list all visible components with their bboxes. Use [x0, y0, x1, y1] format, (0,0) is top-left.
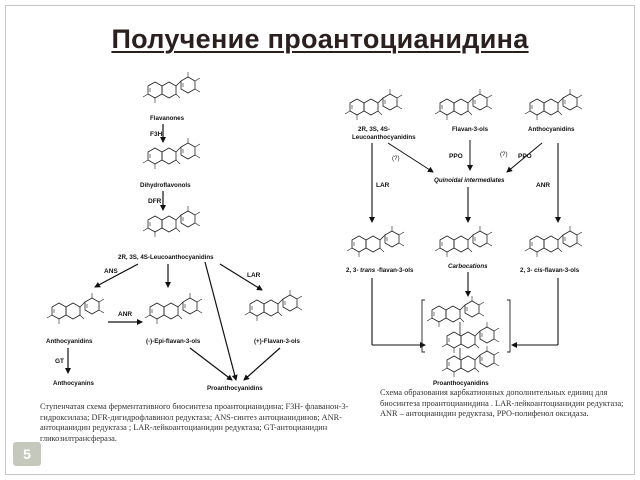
dfr-label: DFR: [148, 198, 162, 205]
flavanones-label: Flavanones: [150, 115, 185, 122]
dihydroflavonols-label: Dihydroflavonols: [140, 182, 191, 189]
cis-flavan-structure: [524, 225, 583, 258]
proanthocyanidin-polymer: [421, 295, 511, 378]
epi-flavan-structure: [144, 292, 203, 325]
r-anthocyanidin-structure: [524, 88, 583, 121]
ppo1-label: PPO: [449, 153, 463, 160]
q1-arrow: [387, 142, 434, 173]
lar-label: LAR: [247, 272, 261, 279]
r-flavan-structure: [434, 88, 493, 121]
carbocations-label: Carbocations: [448, 263, 488, 270]
right-scheme: 2R, 3S, 4S- Leucoanthocyanidins Flavan-3…: [344, 88, 583, 387]
r-proanthocyanidins-label: Proanthocyanidins: [433, 380, 489, 387]
anthocyanidins-label: Anthocyanidins: [46, 338, 93, 345]
r-anr-label: ANR: [536, 182, 550, 189]
leuco-label: 2R, 3S, 4S-Leucoanthocyanidins: [118, 254, 214, 261]
left-caption: Ступенчатая схема ферментативного биосин…: [40, 402, 349, 443]
r-leuco-structure: [344, 88, 403, 121]
r-leuco-label-2: Leucoanthocyanidins: [352, 134, 416, 141]
epi-to-pa-arrow: [189, 347, 233, 381]
carbocation-structure: [434, 225, 493, 258]
plus-flavan-label: (+)-Flavan-3-ols: [254, 338, 300, 345]
left-proanthocyanidins-label: Proanthocyanidins: [207, 385, 263, 392]
slide-frame: [5, 5, 635, 475]
lar-arrow: [219, 263, 263, 291]
epi-flavan-label: (-)-Epi-flavan-3-ols: [146, 338, 201, 345]
plus-flavan-structure: [244, 289, 303, 322]
cis-flavan-label: 2, 3- cis-flavan-3-ols: [520, 267, 580, 274]
ppo2-arrow: [506, 142, 543, 173]
ans-label: ANS: [104, 268, 118, 275]
r-lar-label: LAR: [376, 182, 390, 189]
plus-to-pa-arrow: [243, 347, 281, 381]
dihydroflavonol-structure: [142, 137, 201, 170]
right-caption: Схема образования карбкатионных дополнит…: [380, 388, 624, 418]
r-flavan-label: Flavan-3-ols: [452, 126, 489, 133]
leuco-to-pa-arrow: [204, 261, 238, 381]
trans-flavan-structure: [346, 225, 405, 258]
r-leuco-label-1: 2R, 3S, 4S-: [358, 126, 390, 133]
f3h-label: F3H: [150, 131, 163, 138]
q2-label: (?): [500, 151, 508, 158]
slide-number-badge: 5: [13, 442, 41, 466]
gt-label: GT: [55, 358, 64, 365]
slide-title: Получение проантоцианидина: [111, 24, 529, 54]
left-scheme: Flavanones F3H Dihydroflavonols DFR 2R, …: [46, 71, 303, 392]
trans-flavan-label: 2, 3- trans -flavan-3-ols: [346, 267, 414, 274]
anthocyanidin-structure: [46, 292, 105, 325]
r-anthocyanidins-label: Anthocyanidins: [528, 126, 575, 133]
leucoanthocyanidin-structure: [142, 205, 201, 238]
flavanone-structure: [142, 71, 201, 104]
anthocyanins-label: Anthocyanins: [53, 380, 94, 387]
anr-label: ANR: [118, 311, 132, 318]
ans-arrow: [94, 263, 139, 288]
q1-label: (?): [392, 155, 400, 162]
ppo2-label: PPO: [518, 153, 532, 160]
quinoidal-label: Quinoidal intermediates: [434, 177, 505, 184]
